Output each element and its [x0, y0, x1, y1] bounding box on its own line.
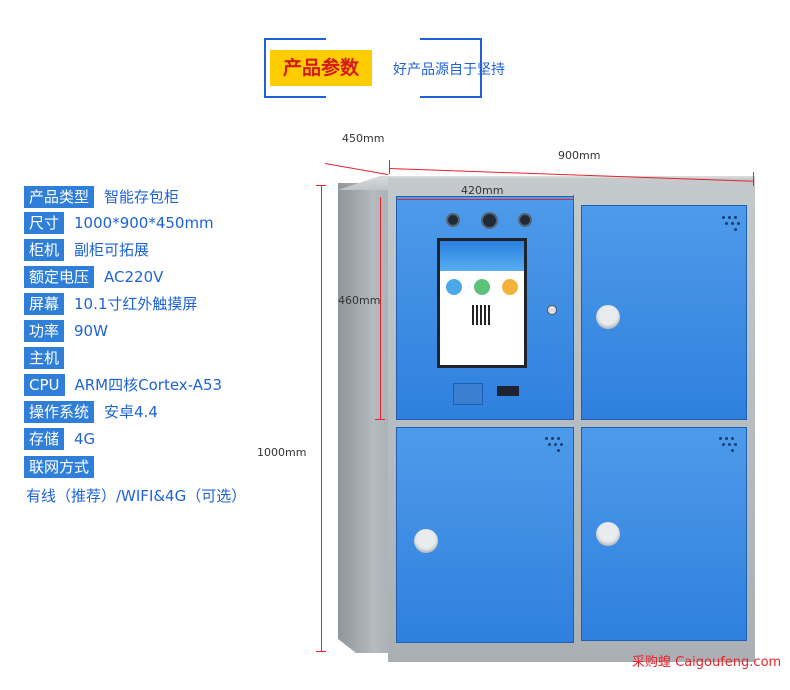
height-label: 1000mm [257, 446, 307, 459]
spec-value: ARM四核Cortex-A53 [74, 376, 223, 394]
touch-screen[interactable] [437, 238, 527, 368]
depth-dimension-line [324, 163, 389, 176]
spec-label: 联网方式 [24, 456, 95, 478]
spec-label: 主机 [24, 347, 65, 369]
vent-icon [719, 437, 739, 453]
network-value: 有线（推荐）/WIFI&4G（可选） [26, 487, 247, 505]
spec-label: 操作系统 [24, 401, 95, 423]
spec-value: 副柜可拓展 [74, 241, 150, 259]
spec-row: 主机 [24, 347, 74, 369]
door-width-label: 420mm [461, 184, 504, 197]
card-reader-icon[interactable] [453, 383, 483, 405]
retrieve-icon [502, 279, 518, 295]
spec-row: 屏幕 10.1寸红外触摸屏 [24, 293, 197, 315]
sensor-icon [446, 213, 460, 227]
door-knob[interactable] [596, 305, 620, 329]
pickup-icon [474, 279, 490, 295]
brand-watermark: 采购蝗 Caigoufeng.com [632, 655, 782, 670]
spec-label: 屏幕 [24, 293, 65, 315]
spec-label: 功率 [24, 320, 65, 342]
door-width-dimension-line [397, 199, 573, 200]
spec-row: CPU ARM四核Cortex-A53 [24, 374, 222, 396]
height-dimension-line [321, 185, 322, 651]
spec-label: 尺寸 [24, 212, 65, 234]
header-frame [264, 38, 482, 98]
door-knob[interactable] [596, 522, 620, 546]
spec-value: 10.1寸红外触摸屏 [74, 295, 198, 313]
screen-icons [440, 279, 524, 295]
depth-label: 450mm [342, 132, 385, 145]
screen-banner [440, 241, 524, 271]
spec-row: 柜机副柜可拓展 [24, 239, 149, 261]
spec-value: 1000*900*450mm [74, 214, 214, 232]
spec-value: 安卓4.4 [104, 403, 158, 421]
spec-label: 额定电压 [24, 266, 95, 288]
spec-value: 智能存包柜 [104, 188, 180, 206]
spec-row: 功率 90W [24, 320, 108, 342]
spec-row: 产品类型智能存包柜 [24, 186, 179, 208]
vent-icon [545, 437, 565, 453]
door-knob[interactable] [414, 529, 438, 553]
scanner-slot [497, 386, 519, 396]
spec-row: 存储 4G [24, 428, 95, 450]
spec-value: 90W [74, 322, 108, 340]
spec-row: 额定电压 AC220V [24, 266, 163, 288]
spec-label: 产品类型 [24, 186, 95, 208]
store-icon [446, 279, 462, 295]
qr-code-icon [472, 305, 492, 325]
section-title: 产品参数 [270, 50, 372, 86]
camera-icon [481, 212, 498, 229]
spec-row: 操作系统安卓4.4 [24, 401, 158, 423]
spec-label: CPU [24, 374, 65, 396]
width-label: 900mm [558, 149, 601, 162]
spec-value: 4G [74, 430, 96, 448]
spec-label: 柜机 [24, 239, 65, 261]
section-subtitle: 好产品源自于坚持 [393, 62, 505, 78]
vent-icon [722, 216, 742, 232]
door-height-dimension-line [380, 197, 381, 419]
door-height-label: 460mm [338, 294, 381, 307]
spec-label: 存储 [24, 428, 65, 450]
spec-row: 尺寸 1000*900*450mm [24, 212, 214, 234]
spec-row: 联网方式 [24, 456, 104, 478]
keyhole-icon [547, 305, 557, 315]
sensor-icon [518, 213, 532, 227]
spec-value: AC220V [104, 268, 164, 286]
